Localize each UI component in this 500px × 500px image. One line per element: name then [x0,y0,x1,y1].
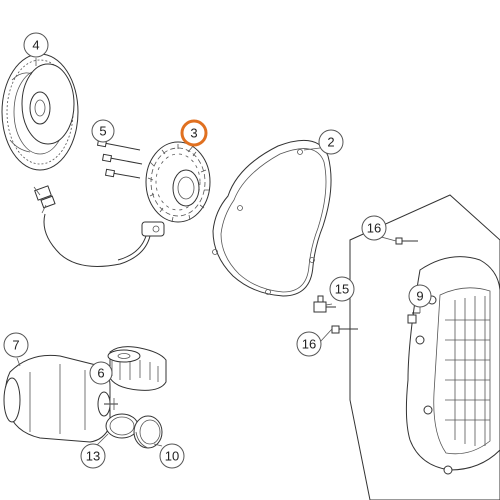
bushing-part [133,415,163,449]
wiring-harness [33,185,151,267]
callout-2: 2 [318,129,344,155]
callout-9: 9 [408,284,432,308]
callout-16-lower: 16 [296,331,322,357]
callout-label: 5 [99,124,106,139]
callout-label: 3 [190,126,197,141]
callout-13: 13 [80,443,106,469]
screw-parts [331,237,418,334]
drive-gear-part [107,346,167,391]
gasket-part [212,139,332,297]
callout-10: 10 [159,443,185,469]
callout-16-upper: 16 [361,215,387,241]
callout-label: 7 [12,338,19,353]
callout-6: 6 [89,361,113,385]
callout-7: 7 [3,332,29,358]
o-ring-part [105,413,139,439]
sensor-part [313,295,336,313]
callout-5: 5 [91,119,115,143]
callout-label: 2 [327,135,334,150]
callout-3-highlighted: 3 [180,119,208,147]
stator-part [141,141,211,237]
callout-label: 6 [97,366,104,381]
callout-label: 15 [335,282,349,297]
callout-label: 13 [86,449,100,464]
callout-15: 15 [329,276,355,302]
bolt-set-part [96,138,143,179]
callout-label: 16 [302,337,316,352]
callout-label: 16 [367,221,381,236]
starter-motor-part [3,354,118,443]
engine-cover-assembly [349,194,500,500]
callout-label: 4 [32,38,39,53]
callout-label: 10 [165,449,179,464]
callout-label: 9 [416,289,423,304]
callout-4: 4 [23,32,49,58]
flywheel-part [1,53,79,171]
